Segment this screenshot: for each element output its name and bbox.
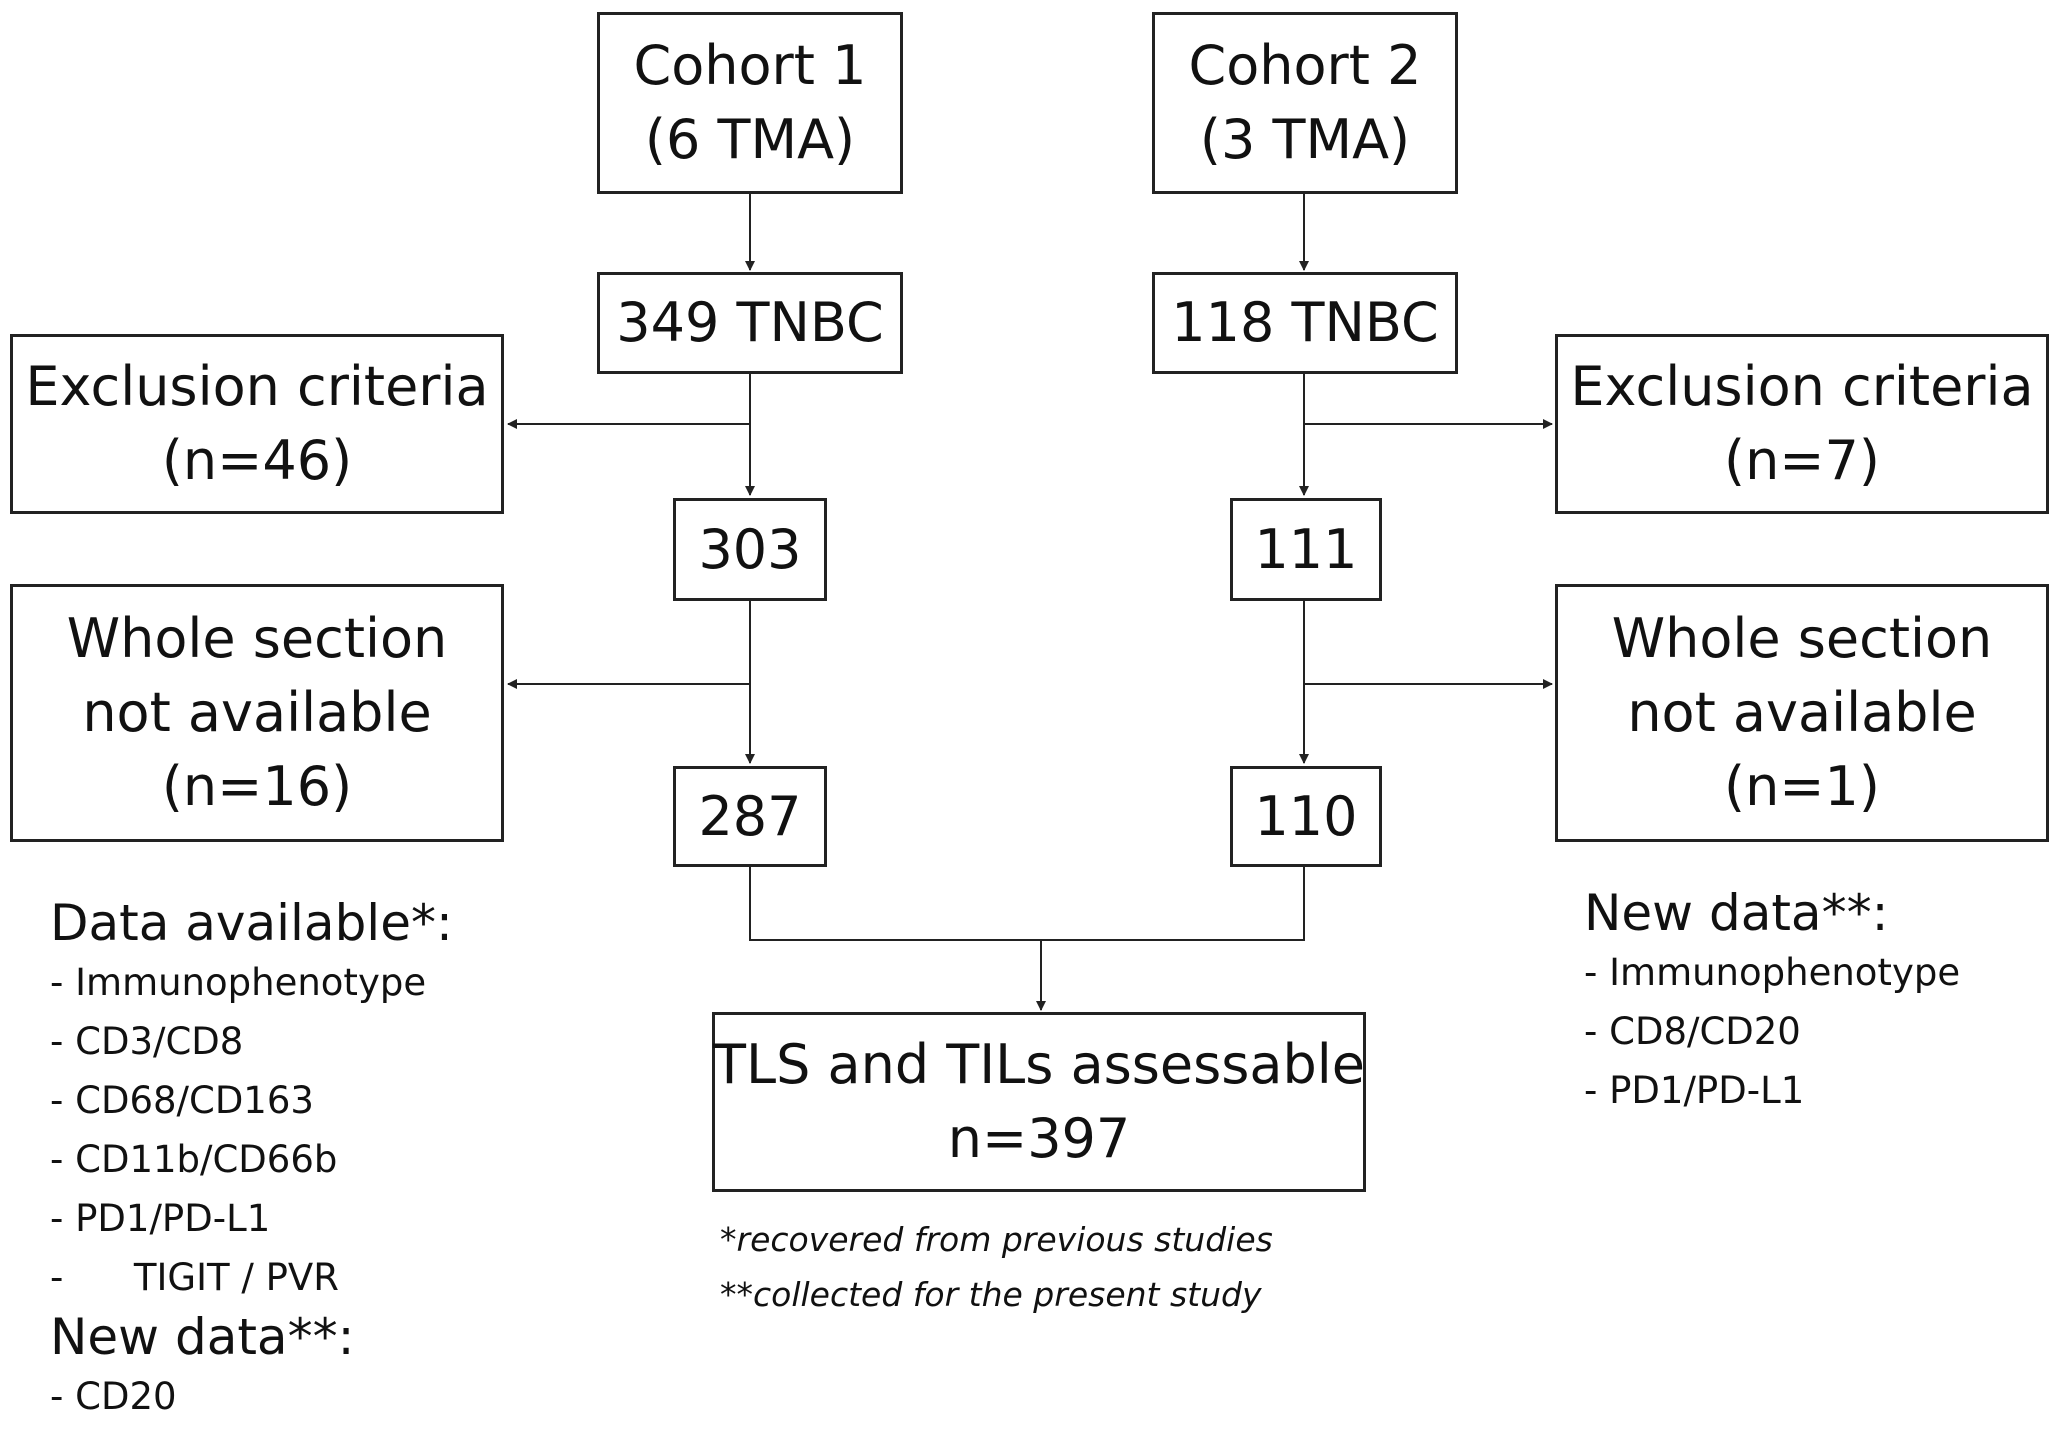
box-whole2: Whole section not available (n=1) [1555,584,2049,842]
data-available-item: - TIGIT / PVR [50,1256,339,1299]
box-tnbc2: 118 TNBC [1152,272,1458,374]
footnotes: *recovered from previous studies **colle… [720,1212,1273,1322]
box-final: TLS and TILs assessable n=397 [712,1012,1366,1192]
footnote-recovered: *recovered from previous studies [720,1220,1273,1259]
box-n110-line-1: 110 [1254,784,1358,848]
right-notes: New data**: - Immunophenotype - CD8/CD20… [1584,883,1960,1120]
box-whole1-line-1: Whole section [66,607,448,670]
box-excl1-line-1: Exclusion criteria [25,355,489,418]
box-n287-line-1: 287 [698,784,802,848]
box-n287: 287 [673,766,827,867]
box-cohort2-line-1: Cohort 2 [1188,34,1422,97]
box-tnbc1: 349 TNBC [597,272,903,374]
left-new-data-title: New data**: [50,1308,355,1366]
left-new-data-item: - CD20 [50,1375,177,1418]
box-cohort2-line-2: (3 TMA) [1199,108,1411,171]
box-cohort1-line-2: (6 TMA) [644,108,856,171]
data-available-item: - Immunophenotype [50,961,427,1004]
box-excl1-line-2: (n=46) [161,429,353,492]
box-final-line-2: n=397 [947,1107,1131,1170]
box-final-line-1: TLS and TILs assessable [713,1033,1366,1096]
data-available-title: Data available*: [50,894,453,952]
box-tnbc1-line-1: 349 TNBC [616,291,884,354]
data-available-item: - CD68/CD163 [50,1079,314,1122]
box-cohort1: Cohort 1 (6 TMA) [597,12,903,194]
box-excl2-line-2: (n=7) [1724,429,1880,492]
merge-connector [749,867,1305,941]
box-whole1-line-3: (n=16) [161,755,353,818]
box-excl2: Exclusion criteria (n=7) [1555,334,2049,514]
box-whole1-line-2: not available [82,681,432,744]
box-tnbc2-line-1: 118 TNBC [1171,291,1439,354]
box-whole2-line-2: not available [1627,681,1977,744]
box-n111: 111 [1230,498,1382,601]
box-whole1: Whole section not available (n=16) [10,584,504,842]
right-new-data-item: - Immunophenotype [1584,951,1961,994]
box-n303: 303 [673,498,827,601]
box-excl1: Exclusion criteria (n=46) [10,334,504,514]
box-whole2-line-1: Whole section [1611,607,1993,670]
box-n111-line-1: 111 [1254,517,1358,581]
box-whole2-line-3: (n=1) [1724,755,1880,818]
box-excl2-line-1: Exclusion criteria [1570,355,2034,418]
box-cohort2: Cohort 2 (3 TMA) [1152,12,1458,194]
box-cohort1-line-1: Cohort 1 [633,34,867,97]
left-notes: Data available*: - Immunophenotype - CD3… [50,893,453,1426]
data-available-item: - CD3/CD8 [50,1020,244,1063]
right-new-data-item: - PD1/PD-L1 [1584,1069,1805,1112]
data-available-item: - PD1/PD-L1 [50,1197,271,1240]
right-new-data-title: New data**: [1584,884,1889,942]
box-n303-line-1: 303 [698,517,802,581]
footnote-collected: **collected for the present study [720,1275,1262,1314]
right-new-data-item: - CD8/CD20 [1584,1010,1801,1053]
data-available-item: - CD11b/CD66b [50,1138,338,1181]
box-n110: 110 [1230,766,1382,867]
